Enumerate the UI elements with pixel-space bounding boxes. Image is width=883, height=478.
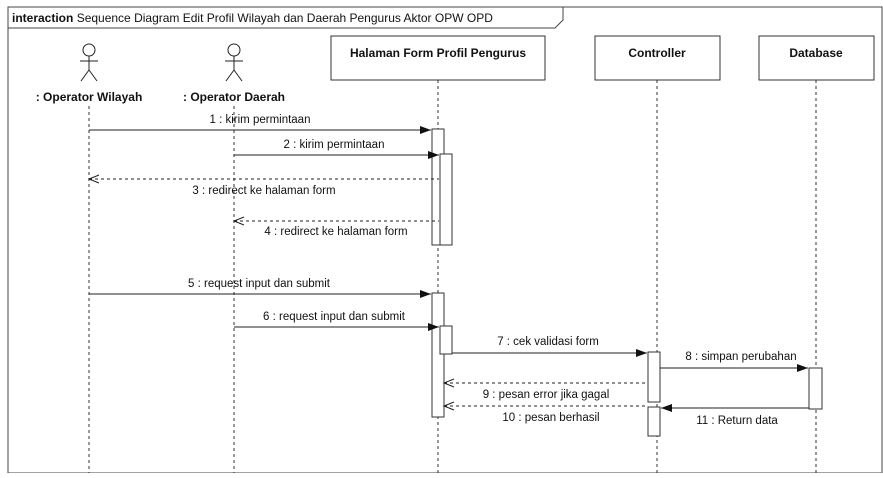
message-4: 4 : redirect ke halaman form	[232, 216, 439, 238]
arrowhead-filled	[420, 126, 431, 134]
actor-leg-right	[233, 69, 243, 82]
frame-label: interaction Sequence Diagram Edit Profil…	[12, 11, 493, 25]
actor-leg-right	[88, 69, 98, 82]
message-label: 8 : simpan perubahan	[685, 351, 796, 363]
message-5: 5 : request input dan submit	[89, 278, 431, 298]
arrowhead-open	[442, 378, 455, 388]
activation-bars	[431, 128, 823, 437]
message-11: 11 : Return data	[661, 404, 809, 427]
message-1: 1 : kirim permintaan	[89, 114, 431, 134]
activation-controller-1	[647, 351, 661, 403]
arrowhead-filled	[797, 364, 808, 372]
message-label: 4 : redirect ke halaman form	[264, 226, 407, 238]
activation-form-3	[431, 292, 445, 418]
lifelines	[88, 80, 817, 473]
object-database: Database	[758, 35, 875, 81]
message-label: 9 : pesan error jika gagal	[483, 389, 610, 401]
actor-head	[82, 43, 96, 57]
message-3: 3 : redirect ke halaman form	[87, 174, 439, 197]
message-6: 6 : request input dan submit	[234, 311, 439, 331]
message-9: 9 : pesan error jika gagal	[442, 378, 647, 401]
arrowhead-open	[87, 174, 100, 184]
arrowhead-filled	[420, 290, 431, 298]
arrowhead-open	[232, 216, 245, 226]
message-label: 3 : redirect ke halaman form	[192, 185, 335, 197]
message-label: 7 : cek validasi form	[497, 336, 599, 348]
arrowhead-filled	[636, 349, 647, 357]
activation-form-4	[439, 325, 453, 355]
message-2: 2 : kirim permintaan	[234, 139, 439, 159]
object-box	[330, 35, 546, 81]
actor-operator-wilayah: : Operator Wilayah	[36, 43, 143, 104]
message-10: 10 : pesan berhasil	[442, 401, 647, 424]
object-halaman-form-profil-pengurus: Halaman Form Profil Pengurus	[330, 35, 546, 81]
actor-leg-left	[80, 69, 90, 82]
message-label: 2 : kirim permintaan	[284, 139, 385, 151]
message-label: 10 : pesan berhasil	[502, 412, 599, 424]
actor-head	[227, 43, 241, 57]
activation-controller-2	[647, 406, 661, 437]
arrowhead-open	[442, 401, 455, 411]
actor-label: : Operator Wilayah	[36, 90, 143, 104]
message-7: 7 : cek validasi form	[452, 336, 647, 357]
frame-keyword: interaction	[12, 11, 73, 25]
object-label: Database	[789, 46, 843, 60]
message-label: 5 : request input dan submit	[188, 278, 331, 290]
object-box	[594, 35, 721, 81]
arrowhead-filled	[661, 404, 672, 412]
object-controller: Controller	[594, 35, 721, 81]
message-label: 1 : kirim permintaan	[210, 114, 311, 126]
object-label: Controller	[628, 46, 686, 60]
actor-label: : Operator Daerah	[183, 90, 285, 104]
arrowhead-filled	[428, 323, 439, 331]
frame-title: Sequence Diagram Edit Profil Wilayah dan…	[77, 11, 494, 25]
activation-database-1	[808, 367, 823, 410]
object-box	[758, 35, 875, 81]
activation-form-2	[439, 153, 453, 246]
actor-leg-left	[225, 69, 235, 82]
object-label: Halaman Form Profil Pengurus	[350, 46, 526, 60]
message-label: 6 : request input dan submit	[263, 311, 406, 323]
frame-label-tab	[7, 6, 564, 29]
actor-operator-daerah: : Operator Daerah	[183, 43, 285, 104]
message-8: 8 : simpan perubahan	[660, 351, 808, 372]
message-label: 11 : Return data	[696, 415, 778, 427]
arrowhead-filled	[428, 151, 439, 159]
